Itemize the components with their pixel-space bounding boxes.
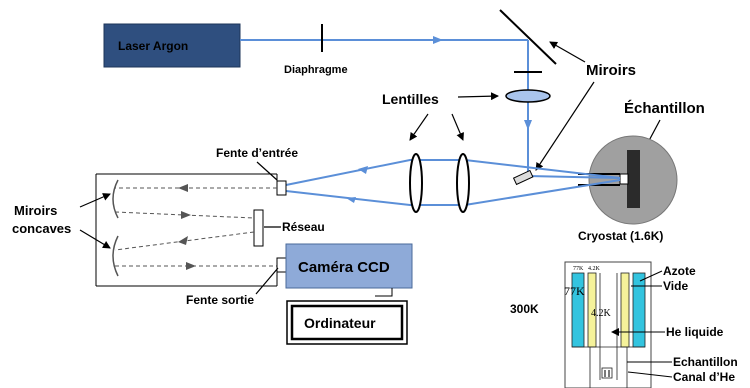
top-lens	[505, 89, 551, 103]
echantillon-label: Échantillon	[624, 100, 705, 117]
miroirs-concaves-label-1: Miroirs	[14, 203, 57, 218]
azote-label: Azote	[663, 264, 696, 278]
beam-arrow-1	[433, 36, 443, 44]
laser-box	[103, 23, 241, 68]
diaphragm-label: Diaphragme	[284, 64, 348, 76]
camera-label: Caméra CCD	[298, 259, 390, 276]
small-mirror	[512, 169, 534, 186]
lentilles-pointer-top	[457, 92, 499, 101]
camera-cable	[375, 288, 393, 297]
grating	[253, 209, 264, 247]
inset-yellow-right	[620, 272, 630, 348]
beam-arrow-left-1	[358, 166, 368, 174]
inset-77k: 77K	[564, 284, 585, 298]
ray-arrow-3	[178, 236, 188, 245]
fente-entree-pointer	[256, 161, 278, 181]
miroirs-pointer-1	[549, 41, 586, 63]
echantillon-inset-label: Echantillon	[673, 355, 738, 369]
concave-pointer-2	[79, 229, 111, 249]
collection-beam-upper	[285, 159, 621, 186]
concave-mirror-bottom	[112, 235, 119, 277]
entrance-slit	[276, 180, 287, 196]
reseau-label: Réseau	[282, 220, 325, 234]
lentilles-pointer-left	[409, 113, 429, 141]
canal-label: Canal d’He	[673, 370, 735, 384]
fente-sortie-pointer	[255, 267, 279, 295]
he-liquide-label: He liquide	[666, 325, 724, 339]
top-mirror	[499, 9, 557, 65]
cryostat-label: Cryostat (1.6K)	[578, 229, 663, 243]
beam-arrow-down	[524, 120, 532, 130]
ray-arrow-1	[178, 184, 188, 192]
inset-300k-label: 300K	[510, 302, 539, 316]
sample-holder	[627, 150, 640, 208]
beam-to-sample	[527, 175, 621, 179]
beam-arrow-left-2	[346, 197, 356, 203]
ray-arrow-4	[186, 262, 196, 270]
fente-entree-label: Fente d’entrée	[216, 146, 298, 160]
laser-label: Laser Argon	[118, 39, 188, 53]
collection-beam-lower	[285, 179, 621, 206]
vide-label: Vide	[663, 279, 688, 293]
lentilles-label: Lentilles	[382, 91, 439, 107]
lentilles-pointer-right	[451, 113, 464, 141]
lens-1	[409, 153, 423, 213]
concave-pointer-1	[79, 193, 111, 208]
camera-box	[285, 243, 413, 289]
fente-sortie-label: Fente sortie	[186, 293, 254, 307]
sample	[619, 173, 629, 185]
lens-2	[456, 153, 470, 213]
cryostat-inset: 77K 4.2K 77K 4.2K	[564, 261, 652, 388]
inset-42k: 4.2K	[591, 308, 612, 319]
inset-cyan-right	[632, 272, 646, 348]
canal-pointer	[627, 371, 673, 378]
inset-77k-top: 77K	[573, 266, 584, 272]
ray-arrow-2	[181, 211, 191, 219]
miroirs-pointer-2	[535, 81, 595, 171]
miroirs-label: Miroirs	[586, 62, 636, 79]
concave-mirror-top	[112, 179, 119, 219]
spectrometer-rays	[114, 187, 277, 267]
computer-box-inner	[290, 304, 404, 341]
azote-pointer	[639, 270, 663, 282]
inset-sample	[601, 367, 613, 379]
miroirs-concaves-label-2: concaves	[12, 221, 71, 236]
exit-slit	[276, 257, 287, 273]
computer-label: Ordinateur	[304, 315, 376, 331]
inset-42k-top: 4.2K	[588, 266, 601, 272]
